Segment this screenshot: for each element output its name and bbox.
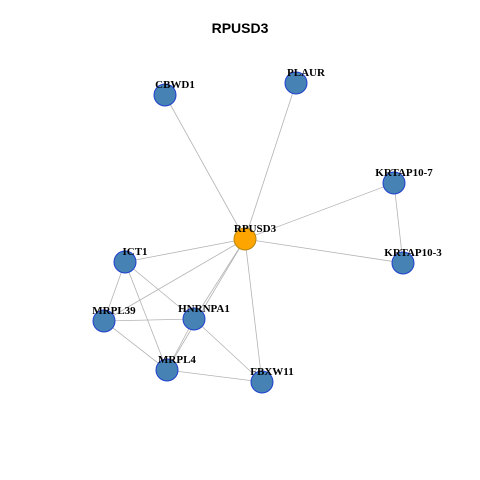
node-circle[interactable]: [284, 71, 308, 95]
node-rpusd3[interactable]: RPUSD3: [233, 223, 277, 251]
edge-rpusd3-fbxw11: [244, 238, 263, 383]
node-circle[interactable]: [153, 83, 177, 107]
node-hnrnpa1[interactable]: HNRNPA1: [178, 303, 230, 331]
graph-title: RPUSD3: [211, 20, 269, 36]
node-label: PLAUR: [287, 67, 326, 79]
node-label: KRTAP10-3: [384, 247, 442, 259]
node-circle[interactable]: [391, 251, 415, 275]
edge-rpusd3-krtap10-7: [244, 182, 395, 240]
node-label: FBXW11: [250, 366, 293, 378]
node-label: CBWD1: [155, 79, 195, 91]
node-circle[interactable]: [113, 250, 137, 274]
node-circle[interactable]: [155, 358, 179, 382]
node-krtap10-7[interactable]: KRTAP10-7: [375, 167, 433, 195]
node-label: HNRNPA1: [178, 303, 230, 315]
node-circle[interactable]: [382, 171, 406, 195]
edge-ict1-mrpl4: [124, 261, 168, 371]
edge-mrpl39-mrpl4: [103, 320, 168, 371]
edge-rpusd3-mrpl4: [166, 238, 246, 371]
node-label: RPUSD3: [234, 223, 277, 235]
node-mrpl4[interactable]: MRPL4: [155, 354, 196, 382]
edge-rpusd3-ict1: [124, 238, 246, 263]
node-cbwd1[interactable]: CBWD1: [153, 79, 195, 107]
node-circle[interactable]: [182, 307, 206, 331]
node-label: KRTAP10-7: [375, 167, 433, 179]
edge-rpusd3-mrpl39: [103, 238, 246, 322]
edge-rpusd3-hnrnpa1: [193, 238, 246, 320]
edge-rpusd3-krtap10-3: [244, 238, 404, 264]
node-label: ICT1: [122, 246, 147, 258]
edge-hnrnpa1-fbxw11: [193, 318, 263, 383]
node-plaur[interactable]: PLAUR: [284, 67, 326, 95]
node-ict1[interactable]: ICT1: [113, 246, 148, 274]
edge-rpusd3-cbwd1: [164, 94, 246, 240]
edge-mrpl4-fbxw11: [166, 369, 263, 383]
edge-rpusd3-plaur: [244, 82, 297, 240]
edge-ict1-hnrnpa1: [124, 261, 195, 320]
node-label: MRPL4: [158, 354, 196, 366]
node-krtap10-3[interactable]: KRTAP10-3: [384, 247, 442, 275]
node-circle[interactable]: [250, 370, 274, 394]
edge-mrpl39-hnrnpa1: [103, 318, 195, 322]
node-circle[interactable]: [233, 227, 257, 251]
edge-krtap10-7-krtap10-3: [393, 182, 404, 264]
node-mrpl39[interactable]: MRPL39: [92, 305, 136, 333]
node-circle[interactable]: [92, 309, 116, 333]
node-label: MRPL39: [92, 305, 136, 317]
node-fbxw11[interactable]: FBXW11: [250, 366, 294, 394]
